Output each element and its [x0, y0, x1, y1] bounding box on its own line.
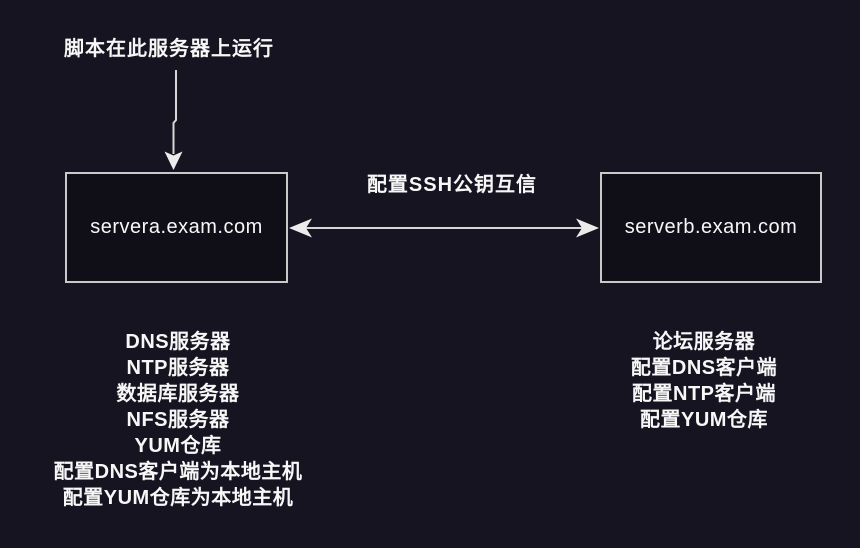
- servera-role: NFS服务器: [126, 409, 230, 431]
- servera-role-list: DNS服务器 NTP服务器 数据库服务器 NFS服务器 YUM仓库 配置DNS客…: [28, 329, 328, 511]
- script-run-annotation: 脚本在此服务器上运行: [64, 38, 274, 60]
- serverb-node: serverb.exam.com: [600, 172, 822, 283]
- servera-hostname: servera.exam.com: [90, 216, 263, 238]
- serverb-role-list: 论坛服务器 配置DNS客户端 配置NTP客户端 配置YUM仓库: [554, 329, 854, 433]
- serverb-role: 论坛服务器: [652, 331, 756, 353]
- annotation-arrow: [164, 70, 183, 170]
- servera-role: 配置YUM仓库为本地主机: [62, 487, 294, 509]
- servera-role: NTP服务器: [126, 357, 230, 379]
- servera-node: servera.exam.com: [65, 172, 288, 283]
- ssh-trust-label: 配置SSH公钥互信: [366, 174, 538, 196]
- serverb-role: 配置YUM仓库: [640, 409, 768, 431]
- servera-role: DNS服务器: [125, 331, 231, 353]
- servera-role: 数据库服务器: [116, 383, 240, 405]
- ssh-trust-arrow: [289, 218, 599, 238]
- servera-role: 配置DNS客户端为本地主机: [53, 461, 303, 483]
- serverb-role: 配置NTP客户端: [632, 383, 776, 405]
- serverb-hostname: serverb.exam.com: [624, 216, 798, 238]
- serverb-role: 配置DNS客户端: [630, 357, 778, 379]
- servera-role: YUM仓库: [134, 435, 222, 457]
